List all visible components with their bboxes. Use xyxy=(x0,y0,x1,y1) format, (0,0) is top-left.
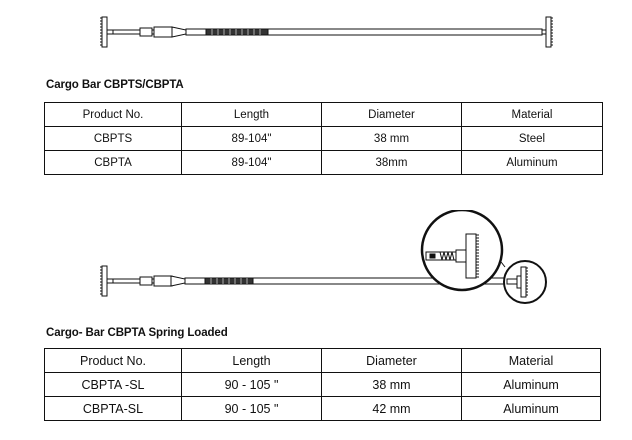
table-header-row: Product No. Length Diameter Material xyxy=(44,348,601,373)
cell-material: Aluminum xyxy=(461,396,601,421)
cell-material: Aluminum xyxy=(461,150,603,175)
spec-table-cargo-bar: Product No. Length Diameter Material CBP… xyxy=(44,102,603,175)
cell-diameter: 38 mm xyxy=(321,126,462,151)
cell-length: 89-104" xyxy=(181,126,322,151)
cell-diameter: 38mm xyxy=(321,150,462,175)
section-title-spring-loaded: Cargo- Bar CBPTA Spring Loaded xyxy=(46,327,228,339)
cell-length: 89-104" xyxy=(181,150,322,175)
column-header-product-no: Product No. xyxy=(44,102,182,127)
column-header-diameter: Diameter xyxy=(321,348,462,373)
column-header-material: Material xyxy=(461,348,601,373)
cargo-bar-illustration xyxy=(100,16,553,48)
cell-product-no: CBPTS xyxy=(44,126,182,151)
spring-loaded-cargo-bar-illustration xyxy=(100,210,547,304)
section-title-cargo-bar: Cargo Bar CBPTS/CBPTA xyxy=(46,79,184,91)
column-header-length: Length xyxy=(181,348,322,373)
cell-diameter: 38 mm xyxy=(321,372,462,397)
cell-length: 90 - 105 " xyxy=(181,372,322,397)
cell-material: Aluminum xyxy=(461,372,601,397)
column-header-length: Length xyxy=(181,102,322,127)
table-row: CBPTA 89-104" 38mm Aluminum xyxy=(44,150,603,175)
column-header-product-no: Product No. xyxy=(44,348,182,373)
cell-material: Steel xyxy=(461,126,603,151)
cell-diameter: 42 mm xyxy=(321,396,462,421)
table-row: CBPTA-SL 90 - 105 " 42 mm Aluminum xyxy=(44,396,601,421)
column-header-diameter: Diameter xyxy=(321,102,462,127)
column-header-material: Material xyxy=(461,102,603,127)
cell-product-no: CBPTA xyxy=(44,150,182,175)
cell-length: 90 - 105 " xyxy=(181,396,322,421)
table-row: CBPTS 89-104" 38 mm Steel xyxy=(44,126,603,151)
cell-product-no: CBPTA -SL xyxy=(44,372,182,397)
cell-product-no: CBPTA-SL xyxy=(44,396,182,421)
table-row: CBPTA -SL 90 - 105 " 38 mm Aluminum xyxy=(44,372,601,397)
spec-table-spring-loaded: Product No. Length Diameter Material CBP… xyxy=(44,348,601,421)
table-header-row: Product No. Length Diameter Material xyxy=(44,102,603,127)
